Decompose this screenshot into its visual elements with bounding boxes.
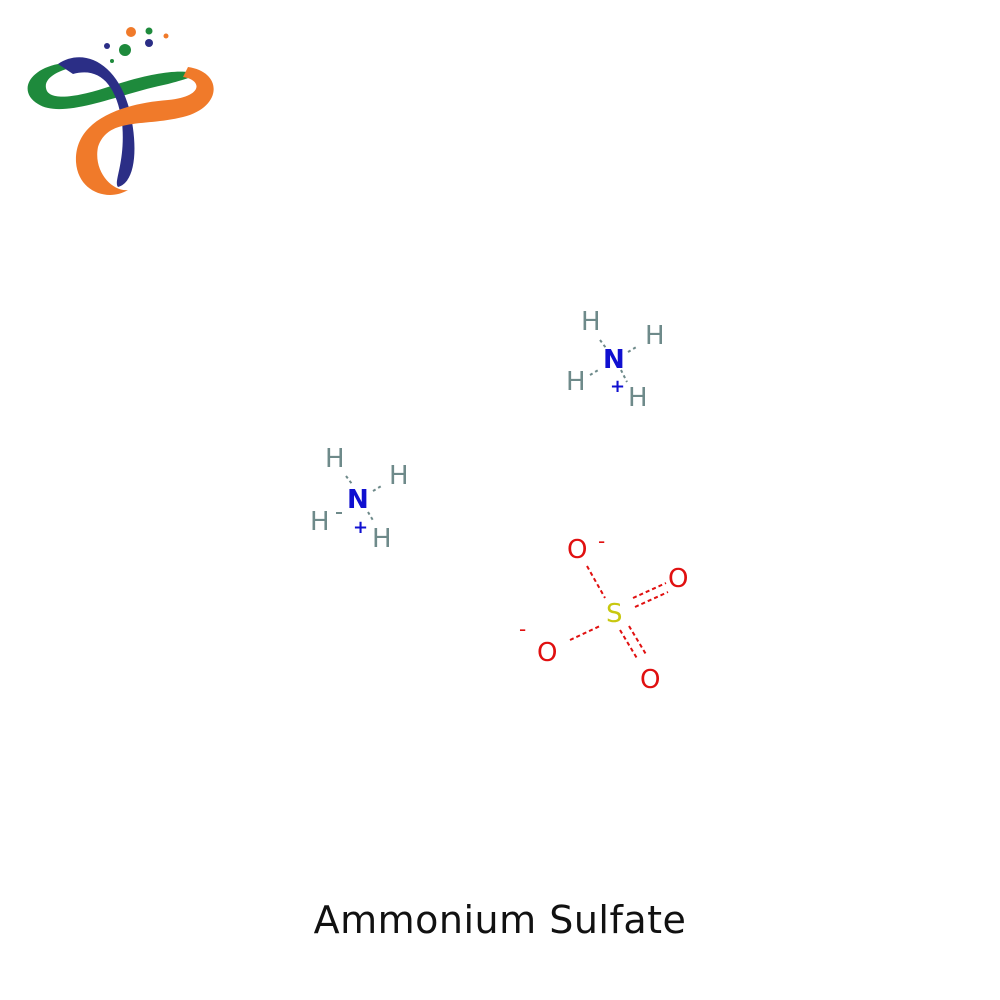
logo-orange-ribbon — [75, 67, 214, 195]
hydrogen-atom: H — [645, 321, 665, 351]
logo-dot — [104, 43, 110, 49]
sulfate-ion: O - O O - O S — [519, 529, 688, 695]
hydrogen-atom: H — [325, 444, 345, 474]
hydrogen-atom: H — [628, 383, 648, 413]
oxygen-atom: O — [537, 638, 557, 668]
hydrogen-atom: H — [389, 461, 409, 491]
positive-charge: + — [353, 517, 368, 538]
negative-charge: - — [519, 617, 526, 641]
ammonium-ion-2: H H H H N + — [310, 444, 409, 554]
compound-name-caption: Ammonium Sulfate — [313, 898, 687, 942]
sulfur-atom: S — [606, 599, 623, 629]
oxygen-atom: O — [567, 535, 587, 565]
logo-dot — [119, 44, 131, 56]
hydrogen-atom: H — [566, 367, 586, 397]
positive-charge: + — [610, 376, 625, 397]
hydrogen-atom: H — [310, 507, 330, 537]
logo-dot — [163, 33, 169, 39]
ammonium-ion-1: H H H H N + — [566, 307, 665, 413]
logo-dot — [110, 59, 114, 63]
hydrogen-atom: H — [581, 307, 601, 337]
negative-charge: - — [598, 529, 605, 553]
oxygen-atom: O — [640, 665, 660, 695]
logo-dot — [145, 27, 153, 35]
logo-dot — [126, 27, 136, 37]
nitrogen-atom: N — [347, 485, 369, 515]
brand-logo — [27, 27, 214, 195]
oxygen-atom: O — [668, 564, 688, 594]
logo-navy-ribbon — [58, 57, 135, 187]
hydrogen-atom: H — [372, 524, 392, 554]
nitrogen-atom: N — [603, 345, 625, 375]
logo-dot — [145, 39, 153, 47]
